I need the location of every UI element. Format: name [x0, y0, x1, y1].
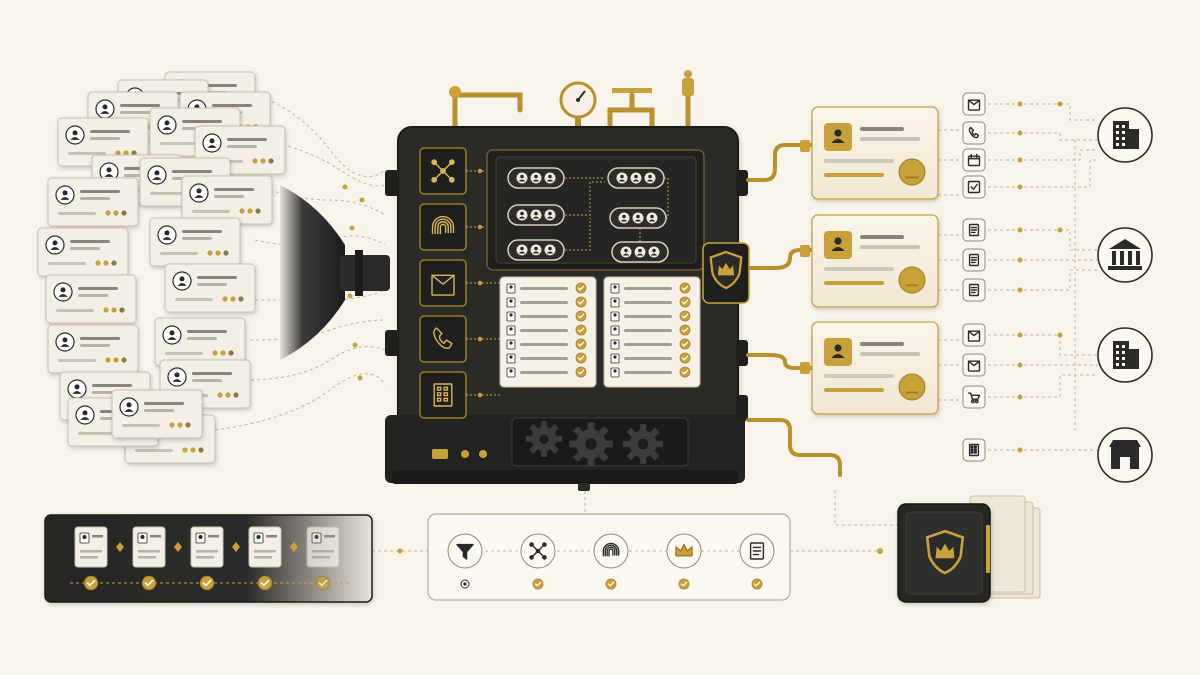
network-icon — [431, 159, 455, 183]
connector-lines — [214, 94, 1098, 552]
identity-clusters — [507, 167, 669, 263]
pressure-gauge — [559, 81, 597, 132]
office-building-icon — [1097, 107, 1153, 163]
input-record-card — [47, 177, 139, 227]
cart-icon — [967, 392, 981, 404]
list-icon — [968, 283, 980, 297]
pipeline-step — [447, 533, 483, 589]
input-record-card — [149, 217, 241, 267]
identity-cluster — [507, 204, 565, 226]
input-record-card — [45, 274, 137, 324]
building-icon — [433, 383, 453, 407]
mail-icon — [967, 330, 981, 342]
document-icon — [968, 253, 980, 267]
pipeline-steps-panel — [427, 513, 791, 601]
machine-top-pipes — [452, 92, 691, 133]
filter-icon — [456, 543, 474, 560]
list-icon — [749, 542, 765, 560]
checklist-icon — [967, 180, 981, 194]
storefront-icon — [1097, 427, 1153, 483]
input-record-card — [181, 175, 273, 225]
golden-record-cards — [811, 106, 939, 415]
phone-icon — [433, 327, 453, 349]
record-list-panel — [499, 276, 597, 388]
crown-icon — [675, 543, 693, 557]
machine-icon-column — [419, 147, 500, 419]
record-timeline-strip — [44, 514, 373, 603]
linked-attribute-icons — [962, 92, 986, 462]
input-record-card — [111, 389, 203, 439]
input-record-cards — [37, 71, 286, 464]
identity-cluster — [507, 239, 565, 261]
phone-icon — [968, 126, 980, 139]
control-lights — [432, 449, 487, 459]
linked-entities — [1097, 107, 1153, 483]
input-record-card — [47, 324, 139, 374]
input-record-card — [37, 227, 129, 277]
identity-cluster — [507, 167, 565, 189]
bank-icon — [1097, 227, 1153, 283]
timeline-records — [74, 526, 340, 591]
pipeline-step — [739, 533, 775, 590]
golden-record-card — [811, 214, 939, 308]
pipeline-step — [593, 533, 629, 590]
email-box-icon — [967, 360, 981, 372]
identity-cluster — [611, 241, 669, 263]
network-icon — [529, 542, 547, 560]
golden-record-card — [811, 321, 939, 415]
gear-compartment — [511, 417, 689, 467]
fingerprint-icon — [431, 215, 455, 235]
fingerprint-icon — [602, 542, 620, 557]
timeline-record — [190, 526, 224, 591]
matched-record-lists — [499, 276, 701, 388]
mail-icon — [431, 274, 455, 296]
timeline-record — [248, 526, 282, 591]
input-record-card — [164, 263, 256, 313]
input-record-card — [154, 317, 246, 367]
golden-record-vault — [897, 495, 1041, 603]
output-pipes — [746, 143, 842, 477]
input-funnel — [280, 185, 390, 360]
identity-cluster — [607, 167, 665, 189]
pipeline-step — [666, 533, 702, 590]
identity-cluster — [609, 207, 667, 229]
pipeline-step-icons — [447, 533, 775, 590]
timeline-record — [306, 526, 340, 591]
record-list-panel — [603, 276, 701, 388]
matching-machine — [385, 70, 842, 491]
document-icon — [968, 223, 980, 237]
pipeline-step — [520, 533, 556, 590]
golden-record-card — [811, 106, 939, 200]
timeline-record — [74, 526, 108, 591]
timeline-record — [132, 526, 166, 591]
office-building-icon — [1097, 327, 1153, 383]
golden-record-badge — [702, 242, 750, 304]
mail-icon — [967, 99, 981, 111]
calendar-icon — [967, 153, 981, 167]
building-icon — [968, 443, 980, 457]
